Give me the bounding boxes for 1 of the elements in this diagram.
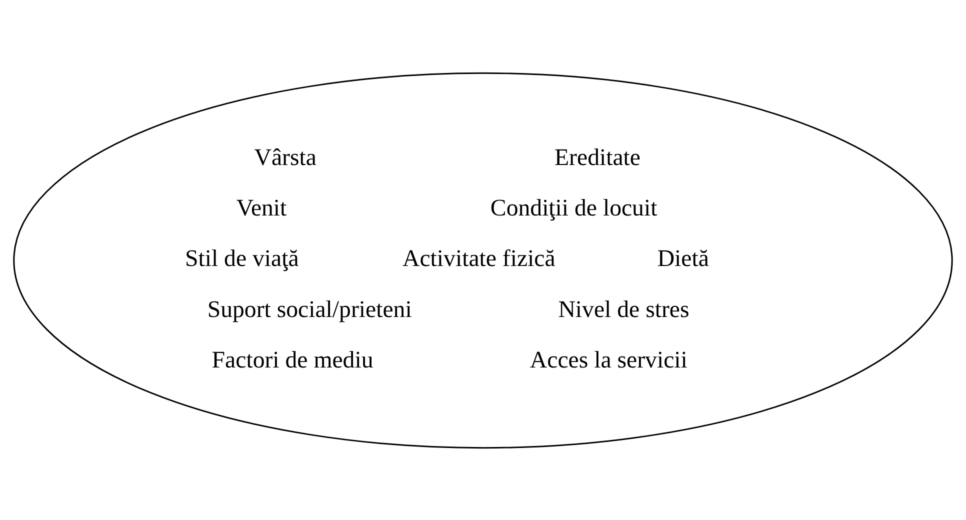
node-ellipse: Vârsta Ereditate Venit Condiţii de locuit Stil de viaţă Activitate fizică Dietă Suport social/prieteni Nivel de stres Factori de mediu Acces la servicii — [13, 72, 953, 448]
